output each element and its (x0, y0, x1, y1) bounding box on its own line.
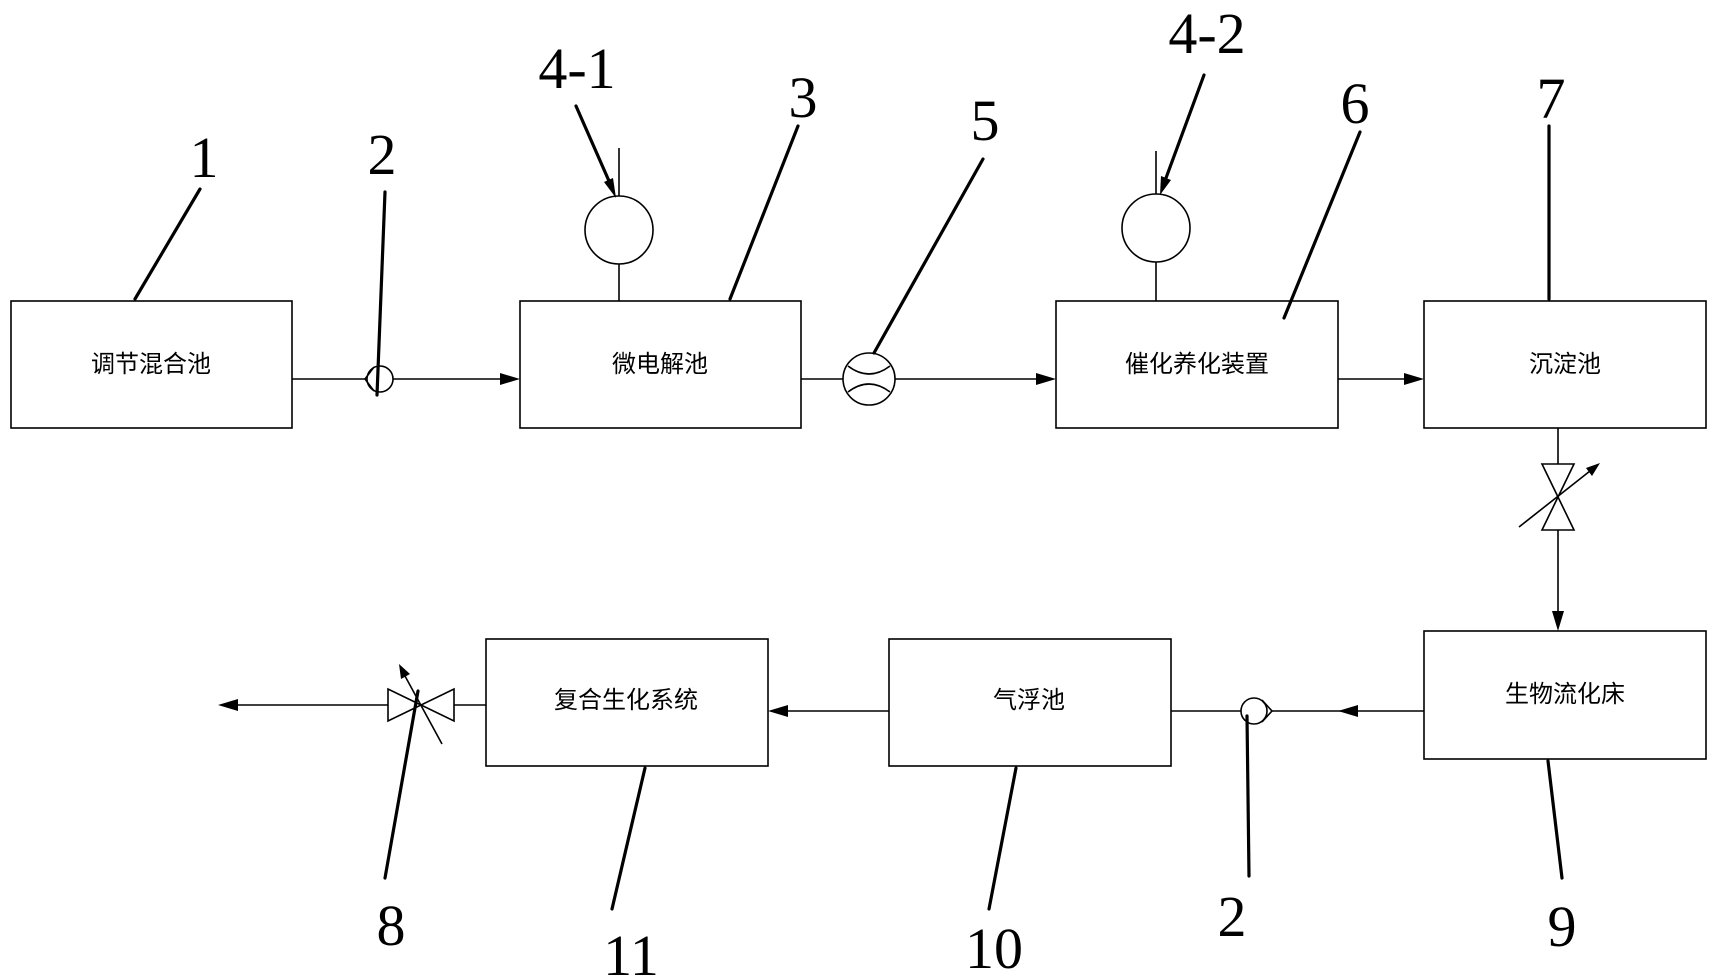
numeral-10: 10 (965, 916, 1023, 979)
numeral-2-bottom: 2 (1218, 884, 1247, 949)
reference-numerals: 1 2 4-1 3 5 4-2 6 7 8 11 10 2 9 (190, 1, 1577, 979)
leader-line-8 (383, 689, 420, 880)
numeral-6: 6 (1341, 71, 1370, 136)
leader-line-10 (987, 766, 1018, 911)
arrow-into-sedimentation (1404, 373, 1424, 385)
leader-lines (133, 73, 1564, 911)
arrow-into-biochemical-system (768, 705, 788, 717)
leader-arrow-4-1 (604, 178, 616, 198)
numeral-3: 3 (789, 65, 818, 130)
arrow-into-catalytic-oxidation (1036, 373, 1056, 385)
mixing-tank-box (10, 300, 293, 429)
check-valve-bottom-chevron (1261, 699, 1274, 723)
leader-line-4-1 (574, 104, 611, 183)
leader-line-4-2 (1164, 73, 1206, 180)
sedimentation-tank-label: 沉淀池 (1529, 350, 1601, 378)
numeral-5: 5 (971, 88, 1000, 153)
flow-meter-lower-arc (847, 383, 891, 393)
leader-line-5 (872, 157, 985, 355)
arrow-into-fluidized-bed (1552, 611, 1564, 631)
dosing-pump-2 (1121, 151, 1191, 301)
flow-meter-upper-arc (847, 365, 891, 375)
process-units: 调节混合池 微电解池 催化养化装置 沉淀池 生物流化床 气浮池 复合生化系统 (10, 300, 1707, 767)
micro-electrolysis-tank-box (519, 300, 802, 429)
upper-flow-line (292, 352, 1424, 406)
leader-line-9 (1546, 759, 1564, 880)
dosing-pump-1-icon (584, 195, 654, 265)
regulating-valve-right-adjust-arrow-icon (1586, 463, 1600, 476)
regulating-valve-outlet-adjust-arrow-icon (399, 664, 410, 679)
numeral-4-2: 4-2 (1168, 1, 1245, 66)
micro-electrolysis-tank-label: 微电解池 (612, 350, 708, 378)
regulating-valve-outlet-adjust-line (404, 675, 443, 745)
numeral-4-1: 4-1 (538, 36, 615, 101)
leader-arrow-4-2 (1160, 176, 1171, 195)
mixing-tank-label: 调节混合池 (91, 350, 211, 378)
leader-line-1 (133, 187, 202, 301)
lower-flow-line (218, 664, 1424, 745)
right-vertical-flow (1518, 428, 1600, 631)
regulating-valve-outlet-right-triangle (419, 687, 455, 723)
regulating-valve-right-upper-triangle (1540, 463, 1576, 499)
flow-meter-icon (842, 352, 896, 406)
fluidized-bed-box (1423, 630, 1707, 760)
dosing-pump-1 (584, 148, 654, 301)
leader-line-11 (610, 766, 647, 911)
catalytic-oxidation-device-box (1055, 300, 1339, 429)
leader-line-2-bottom (1245, 714, 1251, 878)
numeral-1: 1 (190, 125, 219, 190)
numeral-2-top: 2 (368, 122, 397, 187)
fluidized-bed-label: 生物流化床 (1505, 680, 1625, 708)
composite-biochemical-system-box (485, 638, 769, 767)
numeral-8: 8 (377, 893, 406, 958)
numeral-7: 7 (1537, 66, 1566, 131)
arrow-into-micro-electrolysis (500, 373, 520, 385)
dosing-pump-2-icon (1121, 193, 1191, 263)
composite-biochemical-system-label: 复合生化系统 (554, 686, 698, 714)
regulating-valve-right-lower-triangle (1540, 495, 1576, 531)
leader-line-3 (728, 124, 800, 301)
check-valve-top-chevron (364, 366, 375, 392)
arrow-toward-check-valve-bottom (1338, 705, 1358, 717)
sedimentation-tank-box (1423, 300, 1707, 429)
air-flotation-tank-label: 气浮池 (993, 686, 1065, 714)
leader-line-6 (1282, 130, 1362, 320)
arrow-discharge (218, 699, 238, 711)
air-flotation-tank-box (888, 638, 1172, 767)
leader-line-2-top (375, 190, 387, 397)
numeral-11: 11 (603, 923, 659, 979)
numeral-9: 9 (1548, 894, 1577, 959)
catalytic-oxidation-device-label: 催化养化装置 (1125, 350, 1269, 378)
regulating-valve-right-adjust-line (1518, 470, 1591, 528)
